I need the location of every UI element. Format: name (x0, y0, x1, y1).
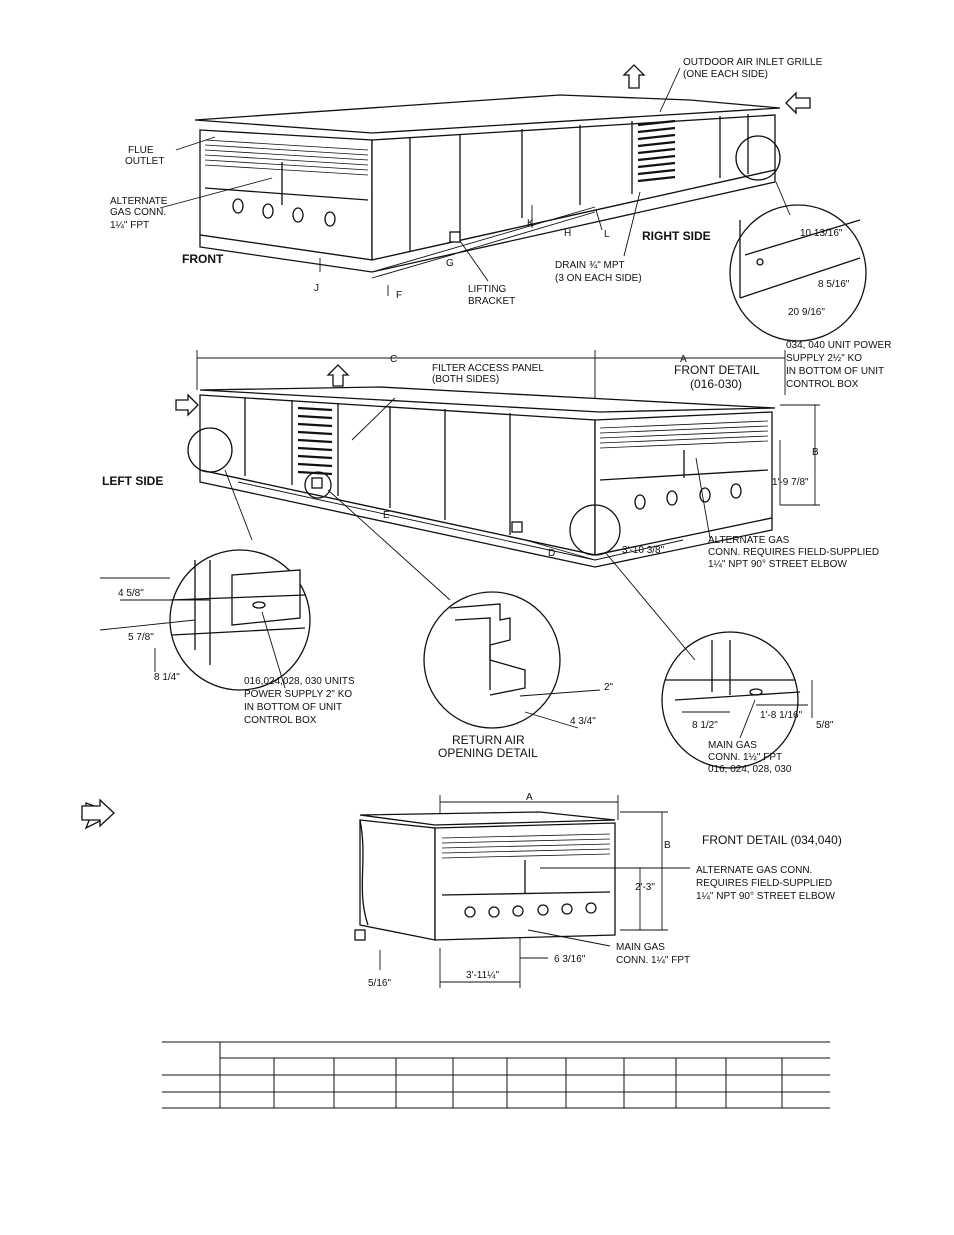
left-detail-note-2: POWER SUPPLY 2" KO (244, 689, 352, 700)
alt-gas-bottom-label-3: 1¼" NPT 90° STREET ELBOW (696, 890, 835, 902)
middle-unit-view (175, 350, 820, 568)
top-view-labels: OUTDOOR AIR INLET GRILLE (ONE EACH SIDE)… (110, 57, 891, 390)
left-detail-dim-1: 4 5/8" (118, 588, 144, 599)
dim-bottom-label: 5/16" (368, 978, 391, 989)
power-note-3: IN BOTTOM OF UNIT (786, 366, 884, 377)
dim-height-bottom: 2'-3" (635, 882, 655, 893)
filter-label: FILTER ACCESS PANEL (432, 363, 544, 374)
main-gas-bottom-label-2: CONN. 1¼" FPT (616, 954, 690, 966)
dim-f: F (396, 290, 402, 301)
middle-view-labels: C A B E D FILTER ACCESS PANEL (BOTH SIDE… (102, 354, 879, 570)
dim-j: J (314, 283, 319, 294)
return-detail-title: RETURN AIR (452, 733, 525, 747)
left-detail-note-4: CONTROL BOX (244, 715, 317, 726)
power-detail-dim-3: 20 9/16" (788, 307, 825, 318)
bottom-view-labels: A B FRONT DETAIL (034,040) ALTERNATE GAS… (368, 792, 842, 989)
return-detail-dim-1: 2" (604, 682, 614, 693)
gas-detail-dim-1: 8 1/2" (692, 720, 718, 731)
front-label: FRONT (182, 252, 224, 266)
detail-views (99, 469, 813, 769)
alt-gas-mid-label-3: 1¼" NPT 90° STREET ELBOW (708, 558, 847, 570)
power-note-2: SUPPLY 2½" KO (786, 353, 862, 364)
outdoor-grille-label-2: (ONE EACH SIDE) (683, 69, 768, 80)
dim-width-bottom: 3'-11¼" (466, 969, 500, 981)
dim-g: G (446, 258, 454, 269)
alt-gas-bottom-label: ALTERNATE GAS CONN. (696, 865, 812, 876)
filter-label-2: (BOTH SIDES) (432, 374, 499, 385)
outdoor-grille-label: OUTDOOR AIR INLET GRILLE (683, 57, 823, 68)
dim-k: K (527, 218, 534, 229)
left-detail-dim-2: 5 7/8" (128, 632, 154, 643)
dim-front-label: 3'-10 3/8" (622, 545, 665, 556)
lifting-bracket-label-2: BRACKET (468, 296, 515, 307)
dim-d: D (548, 548, 555, 559)
alt-gas-label-2: GAS CONN. (110, 207, 166, 218)
alt-gas-mid-label: ALTERNATE GAS (708, 535, 790, 546)
alt-gas-mid-label-2: CONN. REQUIRES FIELD-SUPPLIED (708, 547, 879, 558)
dim-c: C (390, 354, 397, 365)
lifting-bracket-label: LIFTING (468, 284, 507, 295)
gas-detail-note-2: CONN. 1½" FPT (708, 752, 782, 763)
power-detail-dim-1: 10 13/16" (800, 228, 843, 239)
front-detail-title: FRONT DETAIL (674, 363, 760, 377)
front-detail-034-title: FRONT DETAIL (034,040) (702, 833, 842, 847)
right-side-label: RIGHT SIDE (642, 229, 711, 243)
return-detail-dim-2: 4 3/4" (570, 716, 596, 727)
flue-outlet-label: FLUE (128, 145, 154, 156)
left-detail-note-3: IN BOTTOM OF UNIT (244, 702, 342, 713)
power-note-4: CONTROL BOX (786, 379, 859, 390)
detail-labels: 4 5/8" 5 7/8" 8 1/4" 016,024,028, 030 UN… (118, 588, 834, 775)
dim-offset-bottom: 6 3/16" (554, 954, 586, 965)
gas-detail-dim-2: 1'-8 1/16" (760, 710, 803, 721)
power-note-1: 034, 040 UNIT POWER (786, 340, 891, 351)
alt-gas-label-3: 1¼" FPT (110, 219, 149, 231)
gas-detail-note-1: MAIN GAS (708, 740, 757, 751)
power-detail-dim-2: 8 5/16" (818, 279, 850, 290)
return-detail-title-2: OPENING DETAIL (438, 746, 538, 760)
dim-b-bottom: B (664, 840, 671, 851)
dim-l: L (604, 229, 610, 240)
left-side-label: LEFT SIDE (102, 474, 163, 488)
drain-label-2: (3 ON EACH SIDE) (555, 273, 642, 284)
left-detail-dim-3: 8 1/4" (154, 672, 180, 683)
alt-gas-bottom-label-2: REQUIRES FIELD-SUPPLIED (696, 878, 832, 889)
dim-height-label: 1'-9 7/8" (772, 477, 809, 488)
drain-label: DRAIN ¾" MPT (555, 260, 625, 271)
left-detail-note-1: 016,024,028, 030 UNITS (244, 676, 355, 687)
dim-a: A (680, 354, 687, 365)
dim-a-bottom: A (526, 792, 533, 803)
flue-outlet-label-2: OUTLET (125, 156, 164, 167)
main-gas-bottom-label: MAIN GAS (616, 942, 665, 953)
gas-detail-dim-3: 5/8" (816, 720, 834, 731)
bottom-unit-view (81, 795, 690, 988)
top-unit-view (159, 64, 867, 342)
dim-e: E (383, 510, 390, 521)
dim-h: H (564, 228, 571, 239)
gas-detail-note-3: 016, 024, 028, 030 (708, 764, 792, 775)
dim-b: B (812, 447, 819, 458)
dimension-table (162, 1041, 830, 1109)
alt-gas-label: ALTERNATE (110, 196, 168, 207)
front-detail-title-2: (016-030) (690, 377, 742, 391)
